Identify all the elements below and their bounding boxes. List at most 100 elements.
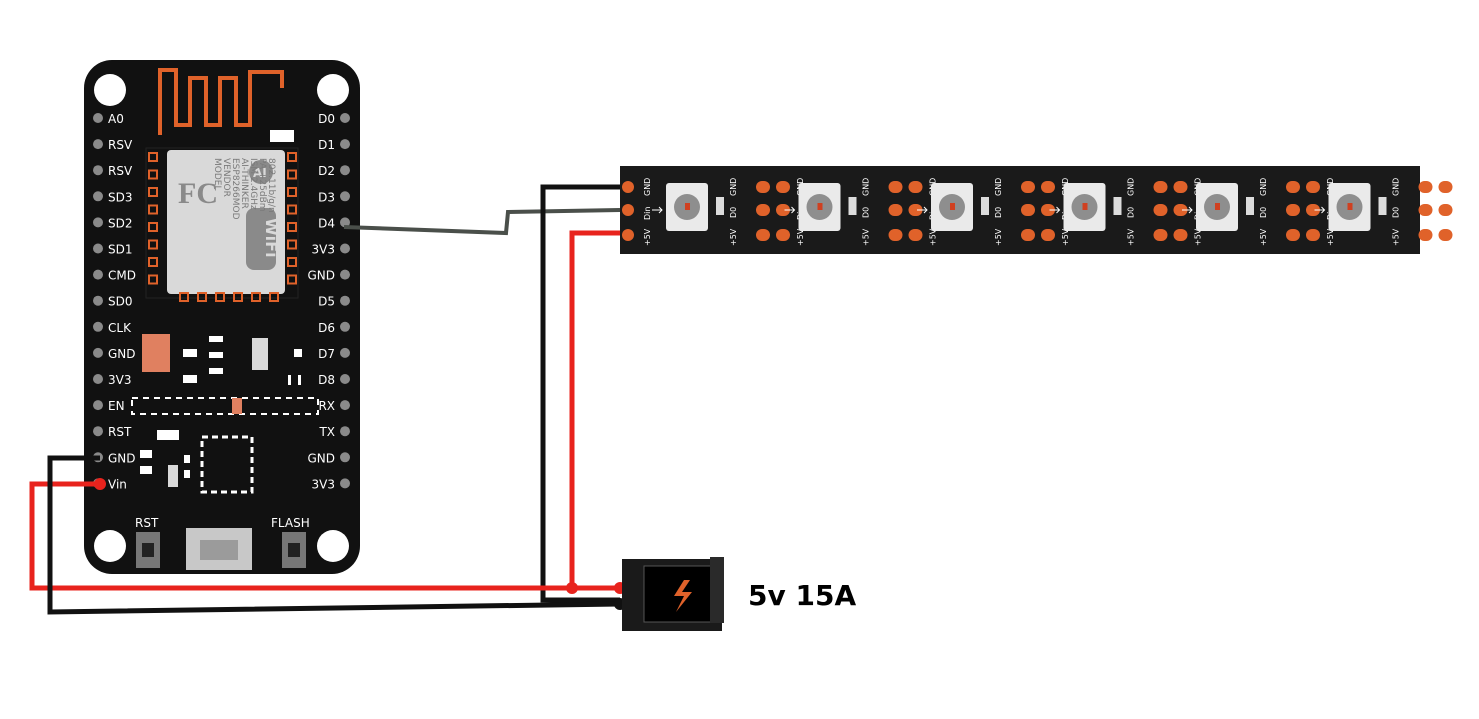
strip-v5-label: +5V — [729, 228, 738, 246]
strip-power-wire — [569, 230, 620, 591]
solder-pad — [888, 204, 903, 216]
strip-v5-label: +5V — [1326, 228, 1335, 246]
right-pin-8 — [340, 321, 350, 332]
esp-pad — [287, 257, 297, 267]
esp-pad — [233, 292, 243, 302]
flash-button-cap — [288, 543, 300, 557]
solder-pad — [908, 181, 923, 193]
decoupling-capacitor — [848, 197, 857, 215]
strip-v5-label: +5V — [994, 228, 1003, 246]
esp-pad — [148, 169, 158, 180]
right-pin-label: D0 — [318, 112, 335, 126]
led-die — [817, 203, 823, 210]
esp-pad — [148, 204, 158, 215]
mounting-hole — [317, 530, 349, 562]
strip-gnd-label: GND — [862, 178, 871, 196]
led-strip-segments: GNDD0+5VGNDDin+5VGNDD0+5VGNDDin+5VGNDD0+… — [652, 178, 1453, 246]
right-pin-label: D2 — [318, 164, 335, 178]
regulator-pad — [183, 349, 197, 357]
esp-pad — [148, 257, 158, 267]
wire-junction — [94, 478, 106, 490]
smd-component — [168, 465, 178, 487]
vin-power-wire — [29, 481, 572, 591]
esp-pad — [287, 152, 297, 162]
left-pin-header: A0RSVRSVSD3SD2SD1CMDSD0CLKGND3V3ENRSTGND… — [93, 112, 136, 491]
solder-pad — [1306, 181, 1320, 193]
right-pin-1 — [340, 139, 350, 150]
right-pin-label: RX — [318, 399, 335, 413]
power-jack-collar — [710, 557, 724, 623]
strip-v5-label: +5V — [929, 228, 938, 246]
left-pin-label: SD2 — [108, 216, 133, 230]
strip-v5-label: +5V — [1194, 228, 1203, 246]
strip-do-label: D0 — [1127, 207, 1136, 218]
strip-v5-label: +5V — [1392, 228, 1401, 246]
solder-pad — [888, 229, 903, 241]
ai-logo-text: AI — [253, 166, 267, 180]
right-pin-13 — [340, 452, 350, 463]
solder-pad — [1173, 229, 1188, 241]
right-pin-2 — [340, 165, 350, 176]
esp-marking-line: VENDOR — [221, 158, 231, 197]
strip-gnd-label: GND — [729, 178, 738, 196]
solder-pad — [1418, 181, 1433, 193]
dashed-header-outline — [131, 397, 319, 415]
led-die — [1347, 203, 1353, 210]
data-direction-arrow — [652, 206, 663, 214]
esp-module-pads — [148, 152, 297, 302]
solder-pad — [1173, 181, 1188, 193]
strip-v5-label: +5V — [1061, 228, 1070, 246]
solder-pad — [1153, 204, 1168, 216]
left-pin-3 — [93, 191, 103, 202]
esp-marking-line: AI-THINKER — [239, 158, 249, 209]
right-pin-11 — [340, 400, 350, 411]
led-die — [685, 203, 690, 210]
smd-component — [298, 375, 301, 385]
left-pin-label: GND — [108, 451, 136, 465]
power-supply-label: 5v 15A — [748, 579, 856, 612]
wifi-logo-text: WiFi — [262, 218, 281, 258]
esp-module-outline — [145, 147, 299, 299]
rst-button-label: RST — [135, 516, 159, 530]
smd-component — [209, 368, 223, 374]
left-pin-label: EN — [108, 399, 125, 413]
right-pin-label: D5 — [318, 295, 335, 309]
solder-pad — [1041, 204, 1055, 216]
right-pin-label: 3V3 — [312, 477, 335, 491]
rst-button-cap — [142, 543, 154, 557]
fc-logo: FC — [178, 177, 218, 210]
esp-pad — [148, 222, 158, 232]
smd-component — [209, 352, 223, 358]
strip-do-label: D0 — [862, 207, 871, 218]
solder-pad — [1438, 229, 1453, 241]
usb-connector-port — [200, 540, 238, 560]
solder-pad — [908, 229, 923, 241]
usb-serial-chip — [200, 435, 254, 494]
strip-5v-pad — [622, 229, 634, 241]
solder-pad — [756, 204, 770, 216]
esp-pad — [148, 187, 158, 197]
wire-junction — [566, 582, 578, 594]
led-die — [1215, 203, 1220, 210]
esp-marking-line: PA +25dBm — [257, 158, 267, 212]
right-pin-label: D4 — [318, 216, 335, 230]
data-direction-arrow — [917, 206, 928, 214]
left-pin-0 — [93, 113, 103, 123]
left-pin-7 — [93, 295, 103, 306]
strip-do-label: D0 — [1392, 207, 1401, 218]
esp-pad — [148, 152, 158, 162]
strip-din-label: Din — [643, 207, 652, 220]
wifi-antenna-trace — [158, 68, 284, 135]
data-wire — [343, 208, 621, 236]
solder-pad — [1438, 204, 1453, 216]
right-pin-label: D3 — [318, 190, 335, 204]
left-pin-4 — [93, 217, 103, 228]
strip-v5-label: +5V — [1259, 228, 1268, 246]
smd-component — [184, 470, 190, 478]
mounting-hole — [317, 74, 349, 106]
left-pin-label: A0 — [108, 112, 124, 126]
